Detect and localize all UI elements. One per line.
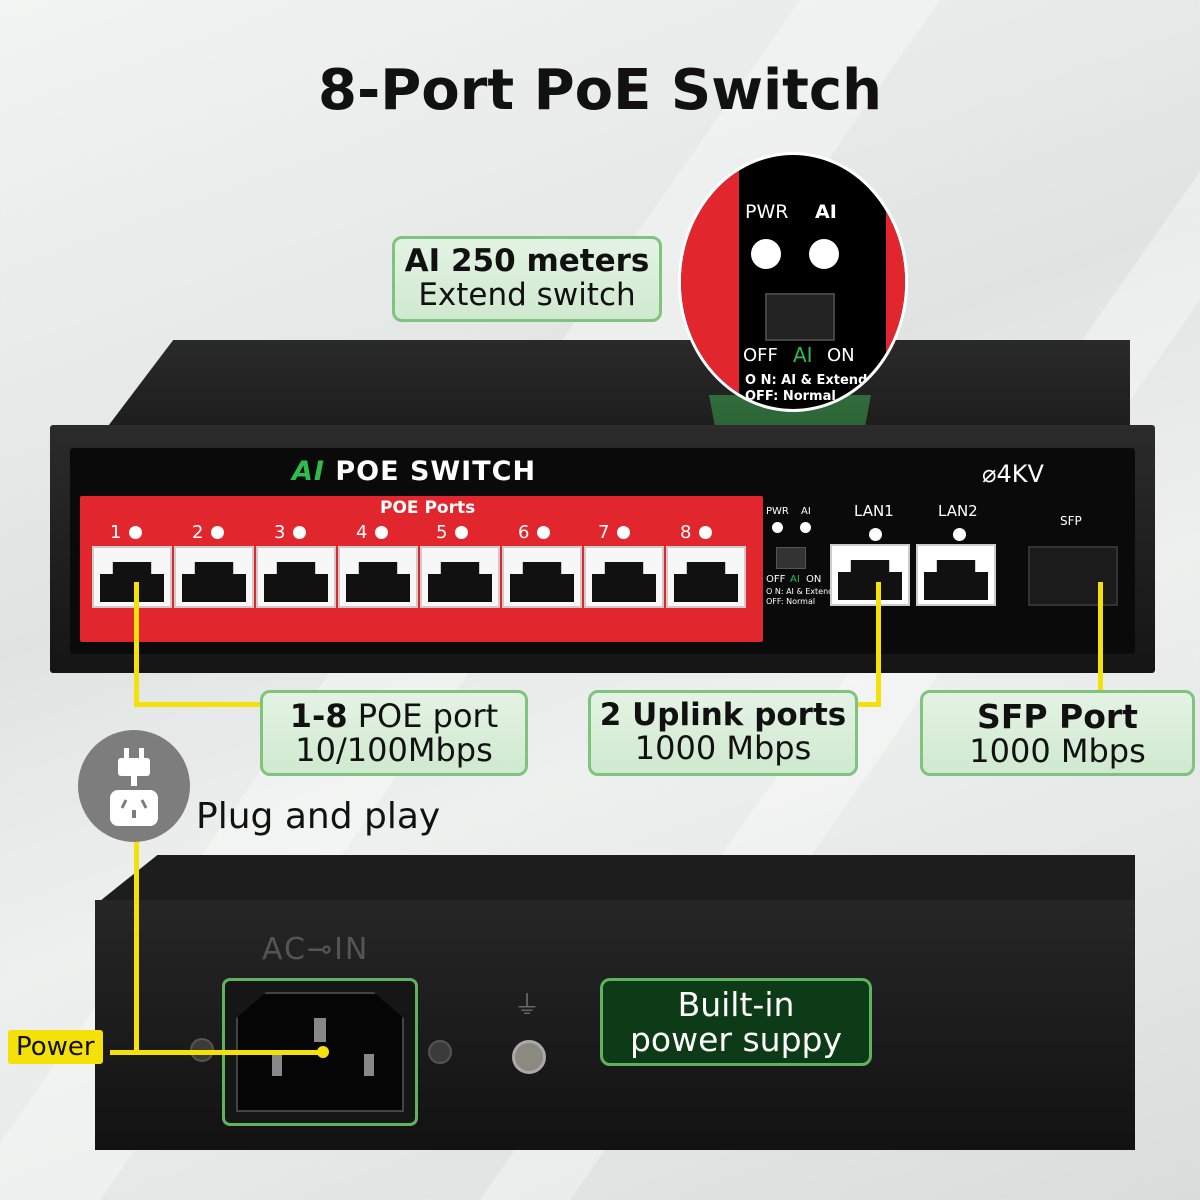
power-connector-line: [110, 1050, 325, 1055]
poe-port-text: POE port: [347, 697, 499, 735]
port-led: [699, 526, 712, 539]
port-number: 2: [192, 522, 204, 543]
lan2-led: [953, 528, 966, 541]
poe-port-8: [666, 546, 746, 608]
uplink-connector-line: [855, 702, 881, 707]
switch-rear-top: [95, 855, 1135, 905]
zoom-ai-dip-switch: [765, 293, 835, 341]
poe-port-5: [420, 546, 500, 608]
zoom-ai-label: AI: [815, 201, 837, 223]
power-connector-dot: [317, 1046, 329, 1058]
port-led: [537, 526, 550, 539]
port-led: [211, 526, 224, 539]
lan1-label: LAN1: [854, 502, 894, 520]
ai-extend-title: AI 250 meters: [404, 243, 650, 279]
zoom-pwr-led: [751, 239, 781, 269]
zoom-on-label: ON: [827, 345, 855, 366]
port-number: 8: [680, 522, 692, 543]
builtin-power-line1: Built-in: [677, 985, 795, 1024]
port-number: 4: [356, 522, 368, 543]
ground-icon: ⏚: [514, 991, 541, 1021]
socket-pin: [314, 1018, 326, 1042]
surge-rating: ⌀4KV: [982, 460, 1044, 488]
lan2-port: [916, 544, 996, 606]
ai-extend-subtitle: Extend switch: [418, 277, 636, 313]
lan2-label: LAN2: [938, 502, 978, 520]
ground-screw: [512, 1040, 546, 1074]
lan1-port: [830, 544, 910, 606]
port-led: [455, 526, 468, 539]
mini-on-desc: O N: AI & Extend: [766, 587, 834, 596]
uplink-callout-speed: 1000 Mbps: [634, 729, 812, 767]
zoom-ai-led: [809, 239, 839, 269]
mini-off-desc: OFF: Normal: [766, 597, 816, 606]
zoom-ai-mid-label: AI: [793, 343, 813, 367]
brand-text: POE SWITCH: [324, 456, 537, 487]
page-title: 8-Port PoE Switch: [318, 58, 882, 123]
uplink-connector-line: [876, 582, 881, 707]
zoom-pwr-label: PWR: [745, 201, 789, 223]
poe-connector-line: [134, 582, 139, 707]
mini-pwr-led: [772, 522, 783, 533]
zoom-red-left: [681, 155, 739, 409]
uplink-callout-title: 2 Uplink ports: [599, 697, 847, 733]
port-led: [375, 526, 388, 539]
brand-ai: AI: [292, 456, 325, 487]
sfp-callout-title: SFP Port: [977, 697, 1138, 736]
ai-switch-zoom: PWR AI OFF AI ON O N: AI & Extend OFF: N…: [678, 152, 908, 412]
uplink-callout: 2 Uplink ports 1000 Mbps: [588, 690, 858, 776]
poe-port-callout: 1-8 POE port 10/100Mbps: [260, 690, 528, 776]
poe-port-3: [256, 546, 336, 608]
poe-port-7: [584, 546, 664, 608]
poe-connector-line: [134, 702, 264, 707]
poe-port-4: [338, 546, 418, 608]
poe-port-1: [92, 546, 172, 608]
socket-pin: [364, 1054, 374, 1076]
port-led: [293, 526, 306, 539]
power-tag: Power: [8, 1030, 103, 1064]
socket-pin: [272, 1054, 282, 1076]
mini-pwr-label: PWR: [766, 506, 789, 517]
port-number: 6: [518, 522, 530, 543]
poe-port-6: [502, 546, 582, 608]
plug-icon: [110, 748, 158, 826]
sfp-label: SFP: [1060, 514, 1082, 528]
port-led: [617, 526, 630, 539]
plug-and-play-label: Plug and play: [196, 796, 441, 837]
port-number: 3: [274, 522, 286, 543]
lan1-led: [869, 528, 882, 541]
port-number: 1: [110, 522, 122, 543]
zoom-off-label: OFF: [743, 345, 778, 366]
mini-ai-switch: [776, 547, 806, 569]
poe-port-2: [174, 546, 254, 608]
sfp-connector-line: [1098, 582, 1103, 692]
port-number: 7: [598, 522, 610, 543]
poe-port-range: 1-8: [289, 697, 348, 735]
brand-label: AI POE SWITCH: [292, 456, 536, 487]
sfp-cage: [1028, 546, 1118, 606]
ai-extend-callout: AI 250 meters Extend switch: [392, 236, 662, 322]
poe-port-callout-line1: 1-8 POE port: [263, 697, 525, 735]
mini-on-label: ON: [806, 574, 822, 585]
poe-ports-label: POE Ports: [380, 498, 476, 518]
plug-circle: [78, 730, 190, 842]
screw: [428, 1040, 452, 1064]
sfp-callout: SFP Port 1000 Mbps: [920, 690, 1195, 776]
ac-in-label: AC⊸IN: [262, 932, 370, 967]
sfp-callout-speed: 1000 Mbps: [969, 732, 1146, 770]
zoom-off-desc: OFF: Normal: [745, 389, 836, 404]
mini-off-label: OFF: [766, 574, 786, 585]
builtin-power-line2: power suppy: [629, 1020, 843, 1059]
poe-port-speed: 10/100Mbps: [295, 731, 493, 769]
port-number: 5: [436, 522, 448, 543]
zoom-red-right: [886, 155, 905, 409]
port-led: [129, 526, 142, 539]
zoom-on-desc: O N: AI & Extend: [745, 373, 868, 388]
power-connector-line: [134, 842, 139, 1054]
builtin-power-callout: Built-in power suppy: [600, 978, 872, 1066]
mini-ai-mid-label: AI: [790, 574, 800, 585]
mini-ai-led: [800, 522, 811, 533]
mini-ai-label: AI: [801, 506, 811, 517]
